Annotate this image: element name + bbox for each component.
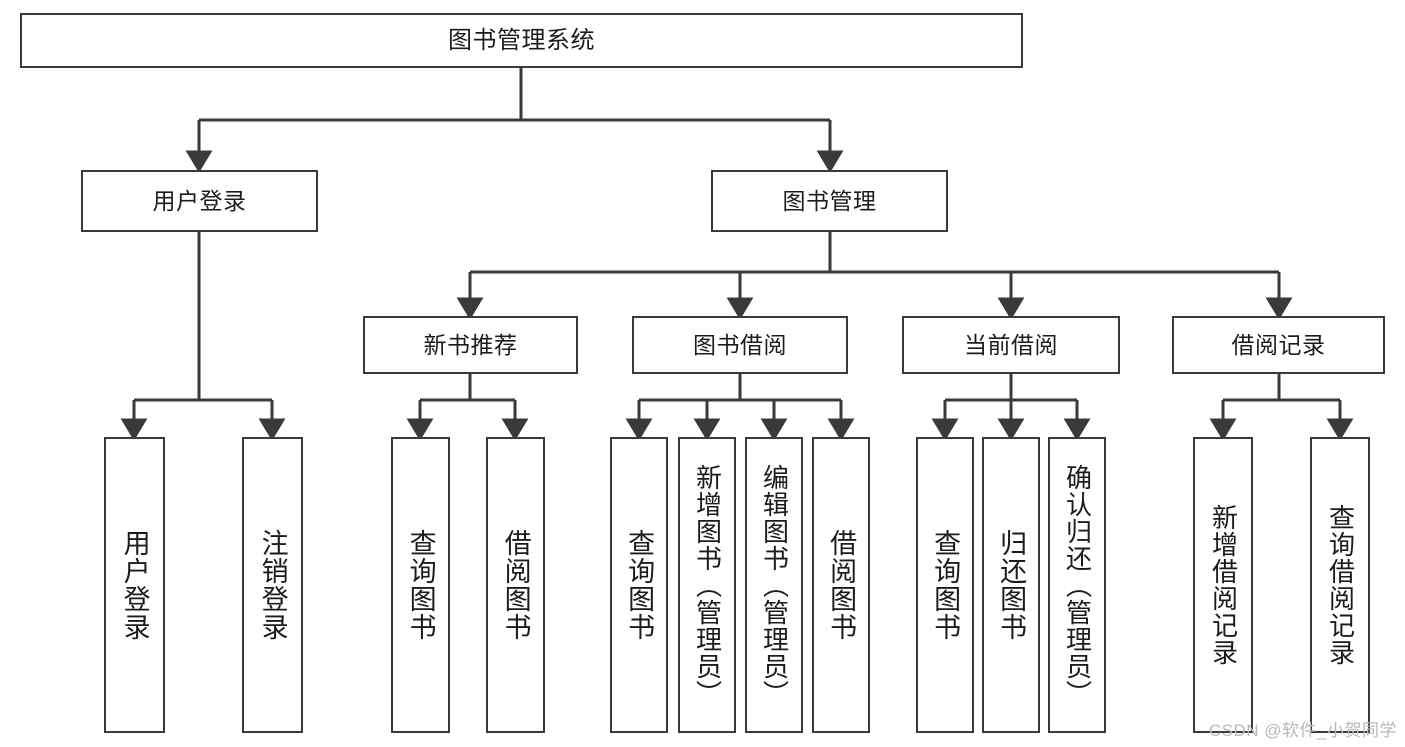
- node-label: 借阅图书: [826, 529, 857, 641]
- node-root-book-management-system[interactable]: 图书管理系统: [20, 13, 1023, 68]
- leaf-query-book-recommend[interactable]: 查询图书: [391, 437, 450, 733]
- node-borrow-record[interactable]: 借阅记录: [1172, 316, 1385, 374]
- node-label: 借阅记录: [1231, 331, 1326, 358]
- node-label: 查询图书: [405, 529, 436, 641]
- node-label: 查询借阅记录: [1325, 504, 1356, 666]
- leaf-edit-book-admin[interactable]: 编辑图书（管理员）: [745, 437, 803, 733]
- node-label: 新书推荐: [423, 331, 518, 358]
- node-user-login[interactable]: 用户登录: [81, 170, 318, 232]
- node-label: 编辑图书（管理员）: [759, 463, 790, 707]
- leaf-return-book[interactable]: 归还图书: [982, 437, 1040, 733]
- leaf-logout[interactable]: 注销登录: [242, 437, 303, 733]
- leaf-user-login[interactable]: 用户登录: [104, 437, 165, 733]
- node-book-borrow[interactable]: 图书借阅: [632, 316, 848, 374]
- node-label: 用户登录: [119, 529, 150, 641]
- node-label: 新增借阅记录: [1208, 504, 1239, 666]
- leaf-query-borrow-record[interactable]: 查询借阅记录: [1310, 437, 1370, 733]
- leaf-add-borrow-record[interactable]: 新增借阅记录: [1193, 437, 1253, 733]
- node-label: 借阅图书: [500, 529, 531, 641]
- node-book-management[interactable]: 图书管理: [711, 170, 948, 232]
- node-label: 归还图书: [996, 529, 1027, 641]
- node-label: 新增图书（管理员）: [692, 463, 723, 707]
- node-current-borrow[interactable]: 当前借阅: [902, 316, 1120, 374]
- leaf-borrow-book-recommend[interactable]: 借阅图书: [486, 437, 545, 733]
- node-label: 注销登录: [257, 529, 288, 641]
- leaf-borrow-book[interactable]: 借阅图书: [812, 437, 870, 733]
- node-new-book-recommend[interactable]: 新书推荐: [363, 316, 578, 374]
- node-label: 图书借阅: [693, 331, 787, 358]
- node-label: 查询图书: [930, 529, 961, 641]
- node-label: 图书管理系统: [448, 26, 595, 54]
- node-label: 用户登录: [152, 187, 247, 214]
- leaf-add-book-admin[interactable]: 新增图书（管理员）: [678, 437, 736, 733]
- node-label: 确认归还（管理员）: [1062, 463, 1093, 707]
- watermark: CSDN @软件_小贺同学: [1208, 721, 1397, 740]
- node-label: 当前借阅: [964, 331, 1058, 358]
- leaf-query-book-current[interactable]: 查询图书: [916, 437, 974, 733]
- node-label: 图书管理: [782, 187, 877, 214]
- node-label: 查询图书: [624, 529, 655, 641]
- leaf-query-book-borrow[interactable]: 查询图书: [610, 437, 668, 733]
- leaf-confirm-return-admin[interactable]: 确认归还（管理员）: [1048, 437, 1106, 733]
